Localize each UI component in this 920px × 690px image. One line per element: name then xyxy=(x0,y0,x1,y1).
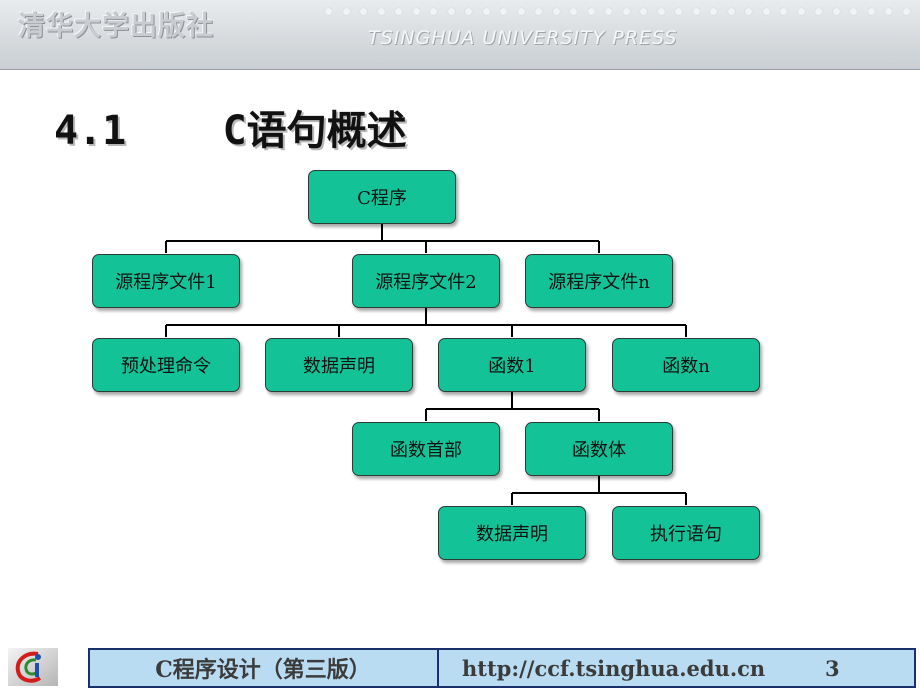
header-dot xyxy=(657,8,665,15)
header-dot xyxy=(780,8,787,15)
node-c-program: C程序 xyxy=(308,170,456,224)
header-dot xyxy=(447,8,455,15)
header-dot xyxy=(727,8,735,15)
header-dot xyxy=(745,8,752,15)
header-dot xyxy=(640,8,647,15)
node-preprocessor-commands: 预处理命令 xyxy=(92,338,240,392)
header-dot xyxy=(377,8,385,15)
decorative-dots xyxy=(325,8,920,16)
header-dot xyxy=(692,8,700,15)
footer-page-number: 3 xyxy=(825,655,840,681)
header-dot xyxy=(797,8,805,15)
footer-url: http://ccf.tsinghua.edu.cn xyxy=(462,655,766,681)
header-dot xyxy=(325,8,332,15)
header-dot xyxy=(412,8,420,15)
node-function-body: 函数体 xyxy=(525,422,673,476)
header-dot xyxy=(885,8,892,15)
header-dot xyxy=(570,8,577,15)
header-dot xyxy=(605,8,612,15)
header-dot xyxy=(832,8,840,15)
header-dot xyxy=(430,8,437,15)
header-dot xyxy=(395,8,402,15)
header-dot xyxy=(902,8,910,15)
node-source-file-2: 源程序文件2 xyxy=(352,254,500,308)
node-function-1: 函数1 xyxy=(438,338,586,392)
publisher-name-cn: 清华大学出版社 xyxy=(18,11,214,42)
header-dot xyxy=(500,8,507,15)
footer-book-title: C程序设计（第三版） xyxy=(155,657,371,683)
header-dot xyxy=(867,8,875,15)
node-function-header: 函数首部 xyxy=(352,422,500,476)
header-dot xyxy=(535,8,542,15)
node-data-declaration: 数据声明 xyxy=(265,338,413,392)
header-dot xyxy=(552,8,560,15)
header-dot xyxy=(587,8,595,15)
header-dot xyxy=(517,8,525,15)
header-dot xyxy=(850,8,857,15)
header-dot xyxy=(465,8,472,15)
node-body-data-declaration: 数据声明 xyxy=(438,506,586,560)
publisher-name-en: TSINGHUA UNIVERSITY PRESS xyxy=(368,27,678,49)
footer-bar xyxy=(88,648,916,688)
footer-separator xyxy=(437,648,439,688)
node-executable-statements: 执行语句 xyxy=(612,506,760,560)
header-divider xyxy=(0,69,920,70)
node-function-n: 函数n xyxy=(612,338,760,392)
header-dot xyxy=(482,8,490,15)
header-dot xyxy=(710,8,717,15)
header-dot xyxy=(342,8,350,15)
header-dot xyxy=(762,8,770,15)
node-source-file-1: 源程序文件1 xyxy=(92,254,240,308)
header-dot xyxy=(675,8,682,15)
slide-title: 4.1 C语句概述 xyxy=(54,108,407,154)
header-dot xyxy=(360,8,367,15)
header-dot xyxy=(815,8,822,15)
node-source-file-n: 源程序文件n xyxy=(525,254,673,308)
publisher-logo-icon xyxy=(8,648,58,686)
header-dot xyxy=(622,8,630,15)
header-banner: 清华大学出版社 TSINGHUA UNIVERSITY PRESS xyxy=(0,0,920,70)
